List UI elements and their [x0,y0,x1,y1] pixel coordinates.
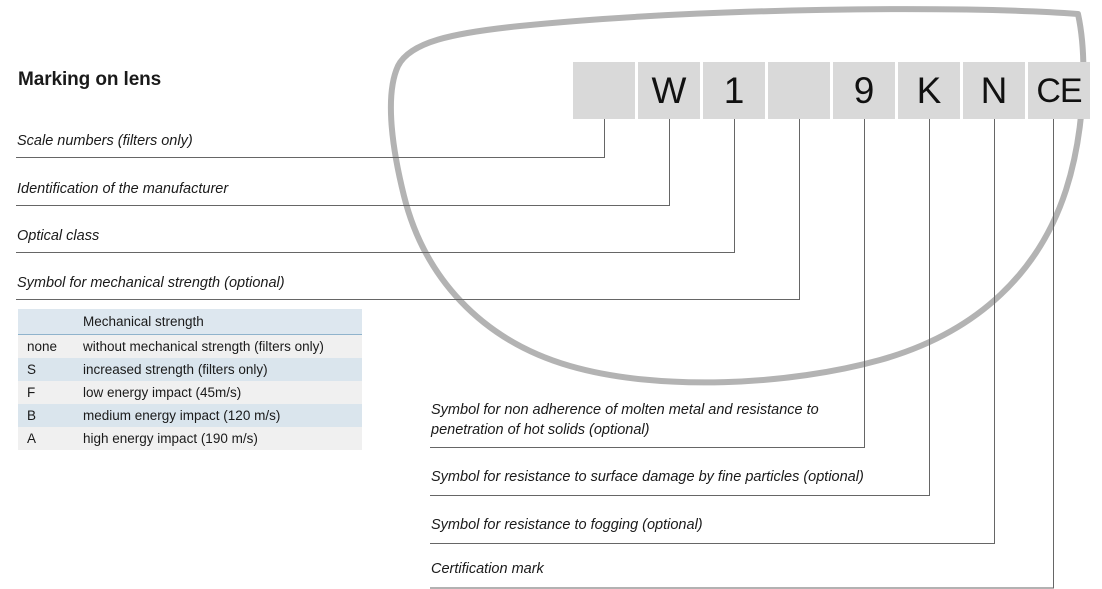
mechanical-strength-table: Mechanical strength none without mechani… [18,309,362,450]
table-row: none without mechanical strength (filter… [18,334,362,358]
label-scale-numbers: Scale numbers (filters only) [17,133,193,149]
label-fogging: Symbol for resistance to fogging (option… [431,517,703,533]
surface-damage-box[interactable]: K [898,62,960,119]
row-code: S [18,358,83,381]
table-row: A high energy impact (190 m/s) [18,427,362,450]
table-header-row: Mechanical strength [18,309,362,335]
row-code: none [18,334,83,358]
leader-molten-metal [430,119,865,448]
table-row: B medium energy impact (120 m/s) [18,404,362,427]
header-code [18,309,83,335]
fogging-box[interactable]: N [963,62,1025,119]
leader-fogging [430,119,995,544]
leader-mech-strength [16,119,800,300]
row-description: medium energy impact (120 m/s) [83,404,362,427]
leader-certification [430,119,1054,589]
label-surface-damage: Symbol for resistance to surface damage … [431,469,864,485]
leader-surface-damage [430,119,930,496]
optical-class-box[interactable]: 1 [703,62,765,119]
row-description: without mechanical strength (filters onl… [83,334,362,358]
header-description: Mechanical strength [83,309,362,335]
label-optical-class: Optical class [17,228,100,244]
label-molten-metal: Symbol for non adherence of molten metal… [431,402,819,438]
molten-metal-box[interactable]: 9 [833,62,895,119]
row-description: high energy impact (190 m/s) [83,427,362,450]
page-title: Marking on lens [18,69,162,90]
certification-mark-box[interactable]: CE [1028,62,1090,119]
label-manufacturer: Identification of the manufacturer [17,181,229,197]
scale-number-box[interactable] [573,62,635,119]
row-code: B [18,404,83,427]
manufacturer-box[interactable]: W [638,62,700,119]
leader-scale-numbers [16,119,605,158]
row-description: increased strength (filters only) [83,358,362,381]
table-row: F low energy impact (45m/s) [18,381,362,404]
row-code: A [18,427,83,450]
leader-optical-class [16,119,735,253]
leader-manufacturer [16,119,670,206]
row-description: low energy impact (45m/s) [83,381,362,404]
lens-marking-sequence: W 1 9 K N CE [573,62,1090,119]
label-mech-strength: Symbol for mechanical strength (optional… [17,275,285,291]
label-certification: Certification mark [431,561,544,577]
row-code: F [18,381,83,404]
mechanical-strength-box[interactable] [768,62,830,119]
table-row: S increased strength (filters only) [18,358,362,381]
